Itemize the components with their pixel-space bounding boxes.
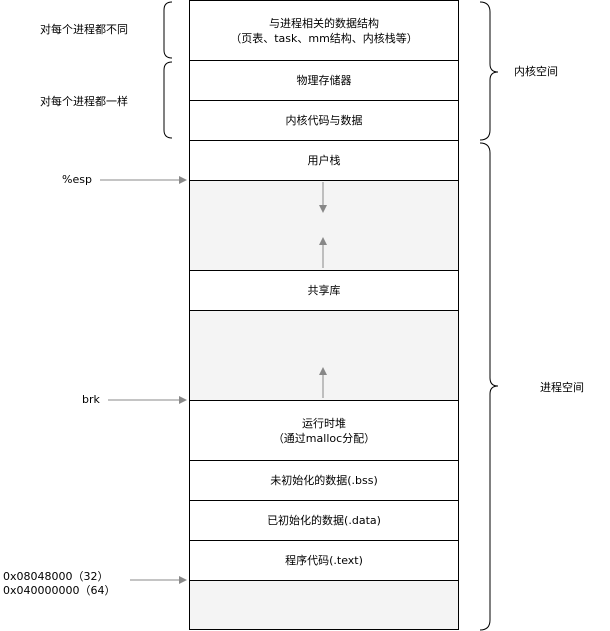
process-space-brace [479, 142, 499, 631]
text-label: 程序代码(.text) [285, 554, 363, 567]
heap-growth-gap [189, 310, 459, 401]
process-space-label: 进程空间 [540, 381, 584, 394]
shared-libraries-label: 共享库 [307, 284, 341, 297]
data-label: 已初始化的数据(.data) [267, 514, 381, 527]
kernel-data-structures-subtitle: （页表、task、mm结构、内核栈等） [230, 31, 418, 45]
kernel-space-brace [479, 1, 499, 141]
shared-libraries-block: 共享库 [189, 270, 459, 311]
data-block: 已初始化的数据(.data) [189, 500, 459, 541]
per-process-different-brace [163, 1, 173, 59]
bss-label: 未初始化的数据(.bss) [270, 474, 378, 487]
bss-block: 未初始化的数据(.bss) [189, 460, 459, 501]
per-process-different-label: 对每个进程都不同 [40, 23, 128, 36]
kernel-code-data-label: 内核代码与数据 [285, 114, 363, 127]
physical-memory-label: 物理存储器 [296, 74, 352, 87]
per-process-same-label: 对每个进程都一样 [40, 95, 128, 108]
brk-pointer-label: brk [82, 393, 100, 406]
user-stack-block: 用户栈 [189, 140, 459, 181]
physical-memory-block: 物理存储器 [189, 60, 459, 101]
start-address-32-label: 0x08048000（32） [3, 570, 109, 583]
reserved-bottom-region [189, 580, 459, 630]
runtime-heap-title: 运行时堆 [302, 416, 346, 430]
runtime-heap-block: 运行时堆 （通过malloc分配） [189, 400, 459, 461]
kernel-space-label: 内核空间 [514, 65, 558, 78]
esp-pointer-label: %esp [62, 173, 92, 186]
kernel-data-structures-block: 与进程相关的数据结构 （页表、task、mm结构、内核栈等） [189, 0, 459, 61]
per-process-same-brace [163, 61, 173, 139]
kernel-data-structures-title: 与进程相关的数据结构 [269, 16, 379, 30]
start-address-64-label: 0x040000000（64） [3, 584, 116, 597]
user-stack-label: 用户栈 [307, 154, 341, 167]
runtime-heap-subtitle: （通过malloc分配） [272, 431, 376, 445]
stack-growth-gap [189, 180, 459, 271]
